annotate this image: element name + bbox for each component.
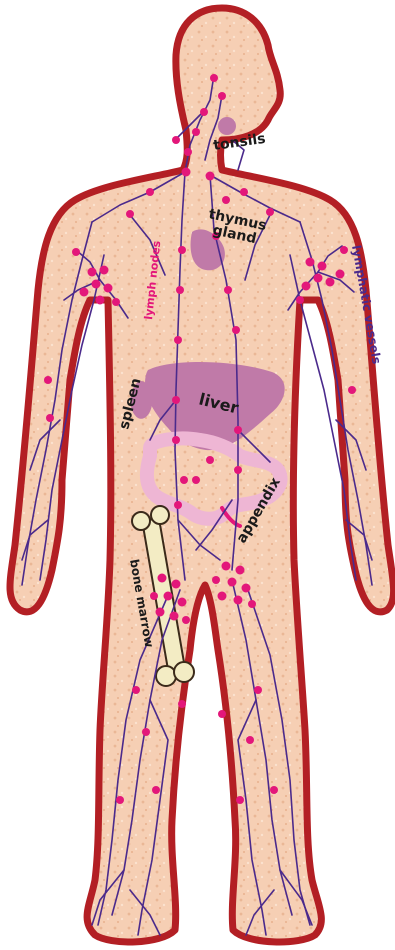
tonsils-organ [218,117,236,135]
body-outline [10,8,394,942]
